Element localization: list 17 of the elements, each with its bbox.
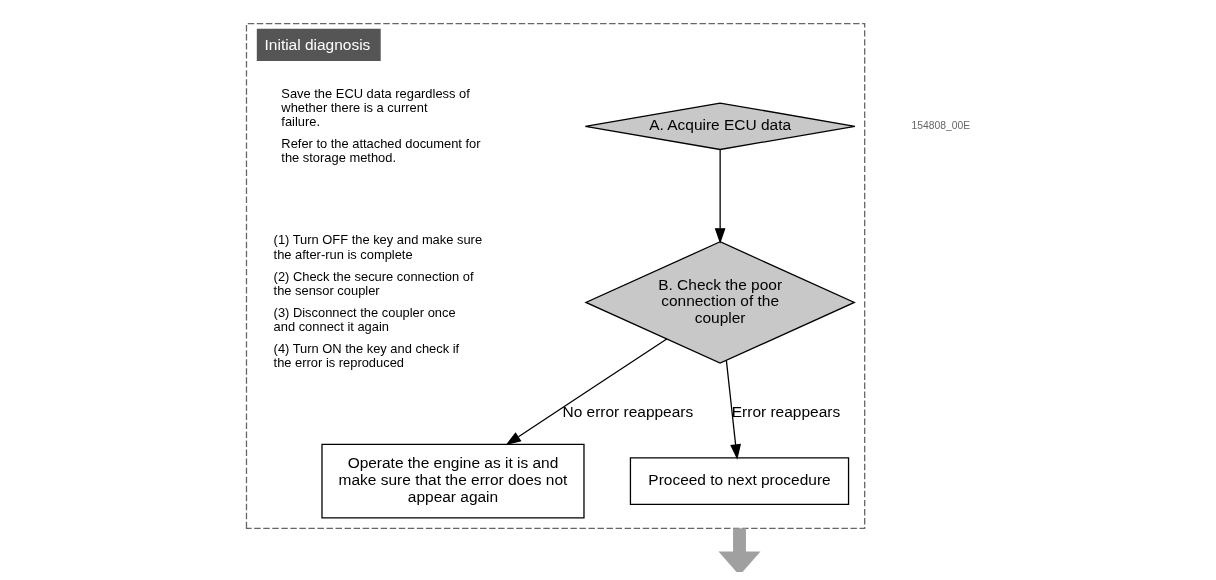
node-label: (1) Turn OFF the key and make sure the after-run is complete (273, 232, 482, 262)
node-diamond: B. Check the poor connection of the coupler (583, 241, 856, 364)
edge-label: No error reappears (562, 402, 693, 420)
node-label: (3) Disconnect the coupler once and connect it again (273, 304, 456, 334)
node-label: Refer to the attached document for the storage method. (280, 136, 481, 166)
arrow (725, 359, 741, 460)
node-label: (2) Check the secure connection of the sensor coupler (273, 268, 474, 298)
node-box: Proceed to next procedure (629, 457, 849, 506)
label: 154808_00E (911, 119, 970, 131)
arrow (505, 338, 667, 446)
node-diamond: A. Acquire ECU data (584, 102, 856, 151)
node-box: Operate the engine as it is and make sure that the error does not appear again (320, 443, 585, 519)
edge-label: Error reappears (731, 402, 840, 420)
node-label: (4) Turn ON the key and check if the error is reproduced (273, 340, 459, 370)
arrow (718, 528, 760, 572)
arrow (714, 148, 726, 244)
node-label: Save the ECU data regardless of whether there is a current failure. (280, 85, 470, 130)
